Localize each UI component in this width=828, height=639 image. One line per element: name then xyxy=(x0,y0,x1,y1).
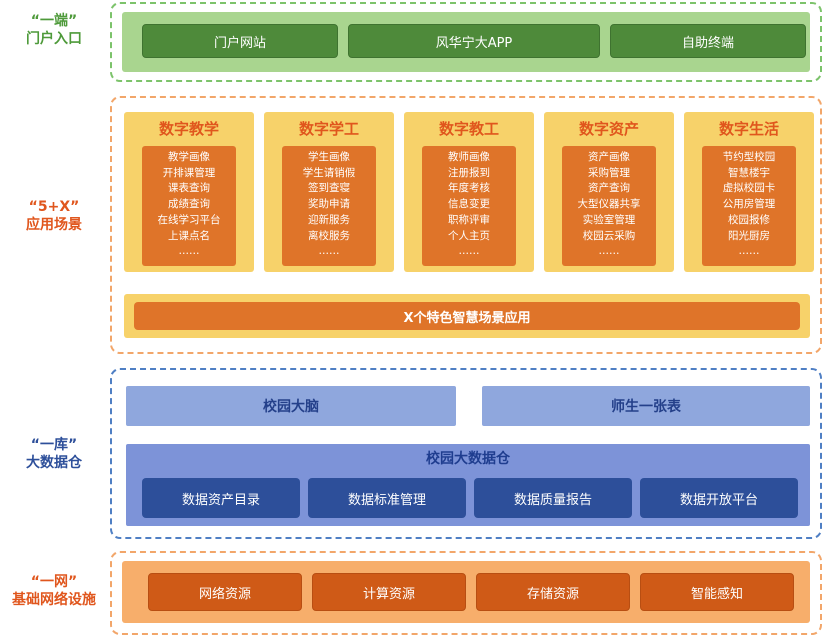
app-card-student-affairs: 数字学工 学生画像 学生请销假 签到查寝 奖助申请 迎新服务 离校服务 …… xyxy=(264,112,394,272)
list-item[interactable]: 签到查寝 xyxy=(308,182,350,195)
list-item[interactable]: 校园云采购 xyxy=(582,229,636,242)
app-card-title: 数字资产 xyxy=(578,120,639,138)
list-item[interactable]: 职称评审 xyxy=(448,213,490,226)
list-item[interactable]: 采购管理 xyxy=(588,166,630,179)
list-item[interactable]: 离校服务 xyxy=(308,229,350,242)
data-label: 大数据仓 xyxy=(26,455,82,471)
list-item[interactable]: 大型仪器共享 xyxy=(577,198,641,211)
apps-layer: 数字教学 教学画像 开排课管理 课表查询 成绩查询 在线学习平台 上课点名 ……… xyxy=(110,96,822,354)
portal-label: 门户入口 xyxy=(26,31,82,47)
app-card-life: 数字生活 节约型校园 智慧楼宇 虚拟校园卡 公用房管理 校园报修 阳光厨房 …… xyxy=(684,112,814,272)
list-item[interactable]: 教学画像 xyxy=(168,151,210,163)
app-card-list: 学生画像 学生请销假 签到查寝 奖助申请 迎新服务 离校服务 …… xyxy=(282,146,376,266)
portal-website-button[interactable]: 门户网站 xyxy=(142,24,338,58)
data-quality-report-button[interactable]: 数据质量报告 xyxy=(474,478,632,518)
app-card-list: 资产画像 采购管理 资产查询 大型仪器共享 实验室管理 校园云采购 …… xyxy=(562,146,656,266)
app-card-title: 数字教工 xyxy=(438,120,499,138)
staff-student-table-button[interactable]: 师生一张表 xyxy=(482,386,810,426)
app-card-title: 数字教学 xyxy=(158,120,219,138)
list-item[interactable]: 年度考核 xyxy=(448,182,490,195)
list-item: …… xyxy=(318,245,340,258)
list-item[interactable]: 公用房管理 xyxy=(722,198,776,211)
list-item[interactable]: 成绩查询 xyxy=(168,198,210,211)
list-item[interactable]: 开排课管理 xyxy=(162,166,216,179)
data-layer-label: “一库” 大数据仓 xyxy=(0,436,108,472)
data-standard-management-button[interactable]: 数据标准管理 xyxy=(308,478,466,518)
list-item[interactable]: 信息变更 xyxy=(448,198,490,211)
list-item[interactable]: 学生请销假 xyxy=(302,166,356,179)
app-card-staff: 数字教工 教师画像 注册报到 年度考核 信息变更 职称评审 个人主页 …… xyxy=(404,112,534,272)
list-item[interactable]: 虚拟校园卡 xyxy=(722,182,776,195)
data-quote: “一库” xyxy=(30,437,78,453)
list-item: …… xyxy=(598,245,620,258)
data-warehouse-title: 校园大数据仓 xyxy=(426,451,510,467)
list-item: …… xyxy=(738,245,760,258)
network-layer-label: “一网” 基础网络设施 xyxy=(0,573,108,609)
list-item[interactable]: 资产查询 xyxy=(588,182,630,195)
list-item[interactable]: 资产画像 xyxy=(588,151,630,163)
list-item[interactable]: 在线学习平台 xyxy=(157,213,221,226)
list-item[interactable]: 迎新服务 xyxy=(308,213,350,226)
storage-resources-button[interactable]: 存储资源 xyxy=(476,573,630,611)
list-item[interactable]: 阳光厨房 xyxy=(728,229,770,242)
list-item[interactable]: 课表查询 xyxy=(168,182,210,195)
portal-app-button[interactable]: 风华宁大APP xyxy=(348,24,600,58)
data-layer: 校园大脑 师生一张表 校园大数据仓 数据资产目录 数据标准管理 数据质量报告 数… xyxy=(110,368,822,539)
portal-layer: 门户网站 风华宁大APP 自助终端 xyxy=(110,2,822,82)
network-layer: 网络资源 计算资源 存储资源 智能感知 xyxy=(110,551,822,635)
network-label: 基础网络设施 xyxy=(12,592,96,608)
list-item[interactable]: 智慧楼宇 xyxy=(728,166,770,179)
app-card-list: 节约型校园 智慧楼宇 虚拟校园卡 公用房管理 校园报修 阳光厨房 …… xyxy=(702,146,796,266)
portal-kiosk-button[interactable]: 自助终端 xyxy=(610,24,806,58)
app-card-title: 数字生活 xyxy=(718,120,779,138)
apps-layer-label: “5+X” 应用场景 xyxy=(0,198,108,234)
list-item[interactable]: 节约型校园 xyxy=(722,151,776,163)
data-open-platform-button[interactable]: 数据开放平台 xyxy=(640,478,798,518)
list-item[interactable]: 实验室管理 xyxy=(582,213,636,226)
list-item[interactable]: 教师画像 xyxy=(448,151,490,163)
list-item[interactable]: 奖助申请 xyxy=(308,198,350,211)
campus-brain-button[interactable]: 校园大脑 xyxy=(126,386,456,426)
list-item[interactable]: 校园报修 xyxy=(728,213,770,226)
app-card-list: 教学画像 开排课管理 课表查询 成绩查询 在线学习平台 上课点名 …… xyxy=(142,146,236,266)
compute-resources-button[interactable]: 计算资源 xyxy=(312,573,466,611)
app-card-title: 数字学工 xyxy=(298,120,359,138)
portal-layer-label: “一端” 门户入口 xyxy=(0,12,108,48)
app-card-assets: 数字资产 资产画像 采购管理 资产查询 大型仪器共享 实验室管理 校园云采购 …… xyxy=(544,112,674,272)
app-card-teaching: 数字教学 教学画像 开排课管理 课表查询 成绩查询 在线学习平台 上课点名 …… xyxy=(124,112,254,272)
network-resources-button[interactable]: 网络资源 xyxy=(148,573,302,611)
smart-sensing-button[interactable]: 智能感知 xyxy=(640,573,794,611)
app-card-list: 教师画像 注册报到 年度考核 信息变更 职称评审 个人主页 …… xyxy=(422,146,516,266)
list-item[interactable]: 学生画像 xyxy=(308,151,350,163)
list-item: …… xyxy=(458,245,480,258)
list-item[interactable]: 注册报到 xyxy=(448,166,490,179)
x-scenarios-bar[interactable]: X个特色智慧场景应用 xyxy=(134,302,800,330)
list-item[interactable]: 上课点名 xyxy=(168,229,210,242)
apps-label: 应用场景 xyxy=(26,217,82,233)
list-item[interactable]: 个人主页 xyxy=(448,229,490,242)
apps-quote: “5+X” xyxy=(28,199,80,215)
data-asset-catalog-button[interactable]: 数据资产目录 xyxy=(142,478,300,518)
portal-quote: “一端” xyxy=(30,13,78,29)
list-item: …… xyxy=(178,245,200,258)
network-quote: “一网” xyxy=(30,574,78,590)
